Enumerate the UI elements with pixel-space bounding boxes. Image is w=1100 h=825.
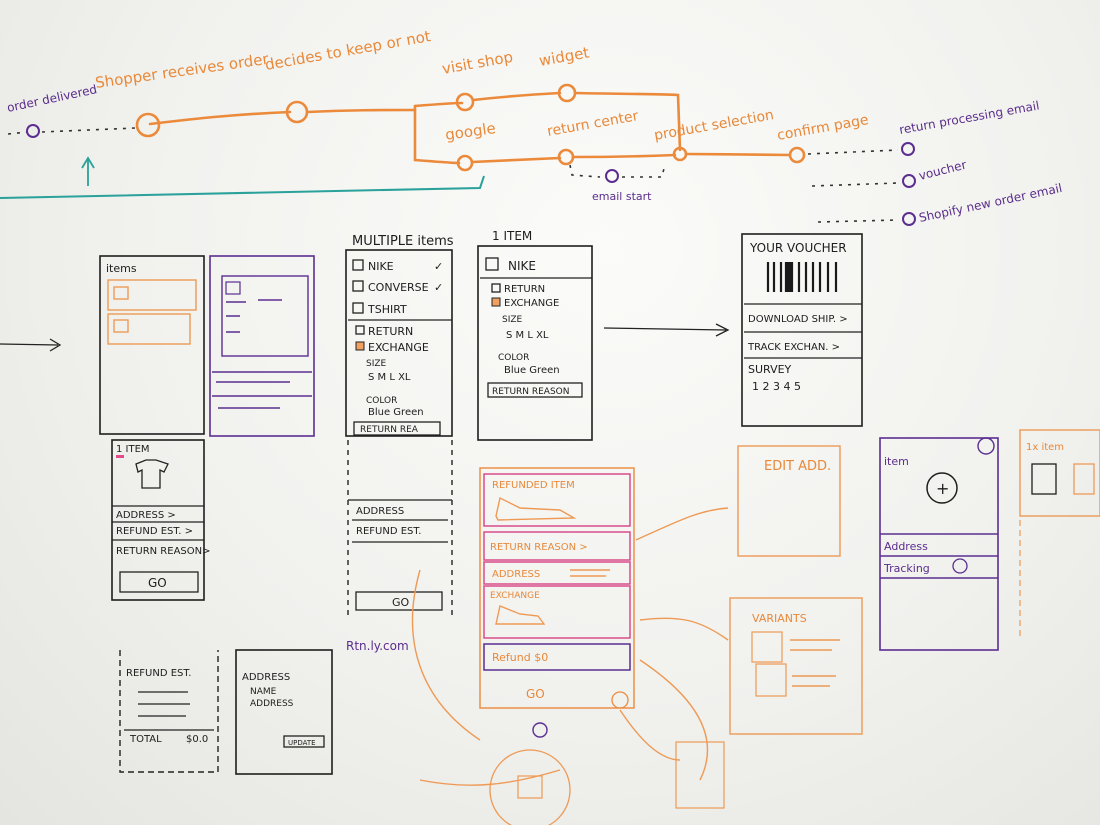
node-return-center	[557, 148, 575, 166]
svg-text:DOWNLOAD SHIP. >: DOWNLOAD SHIP. >	[748, 314, 848, 325]
svg-text:ADDRESS: ADDRESS	[492, 569, 540, 580]
svg-text:YOUR VOUCHER: YOUR VOUCHER	[749, 241, 847, 255]
label-voucher: voucher	[917, 158, 968, 183]
svg-text:ADDRESS: ADDRESS	[356, 506, 404, 517]
svg-text:NIKE: NIKE	[368, 260, 394, 273]
svg-text:RETURN: RETURN	[368, 325, 413, 338]
svg-text:GO: GO	[148, 576, 167, 590]
svg-text:REFUND EST.: REFUND EST.	[356, 526, 421, 537]
svg-text:EXCHANGE: EXCHANGE	[504, 298, 559, 309]
sketch-items: items	[99, 255, 205, 435]
svg-text:REFUND EST.: REFUND EST.	[126, 668, 191, 679]
sketch-far-right: 1x item	[1019, 429, 1100, 640]
label-shopify-new-order: Shopify new order email	[918, 181, 1064, 225]
svg-text:TSHIRT: TSHIRT	[367, 303, 407, 316]
svg-text:RETURN REASON: RETURN REASON	[492, 387, 570, 397]
svg-text:Blue Green: Blue Green	[368, 407, 424, 418]
label-order-delivered: order delivered	[6, 82, 99, 115]
sketch-orange-flow: REFUNDED ITEM RETURN REASON > ADDRESS EX…	[346, 467, 635, 738]
svg-text:✓: ✓	[434, 260, 443, 273]
multiple-title: MULTIPLE items	[352, 234, 454, 249]
svg-text:GO: GO	[526, 687, 545, 701]
svg-text:RETURN: RETURN	[504, 284, 545, 295]
arrow-to-voucher	[603, 323, 730, 337]
sketch-variants: VARIANTS	[729, 597, 863, 735]
svg-text:ADDRESS: ADDRESS	[242, 672, 290, 683]
svg-text:RETURN REASON >: RETURN REASON >	[490, 542, 588, 553]
svg-text:NAME: NAME	[250, 687, 277, 697]
svg-text:CONVERSE: CONVERSE	[368, 281, 429, 294]
svg-text:COLOR: COLOR	[498, 353, 529, 363]
label-shopper-receives: Shopper receives order	[94, 50, 270, 92]
svg-text:✓: ✓	[434, 281, 443, 294]
svg-text:TOTAL: TOTAL	[129, 734, 162, 745]
svg-text:Address: Address	[884, 540, 928, 553]
svg-text:COLOR: COLOR	[366, 396, 397, 406]
svg-text:EXCHANGE: EXCHANGE	[368, 341, 429, 354]
add-icon: +	[936, 479, 949, 498]
svg-text:NIKE: NIKE	[508, 259, 536, 273]
svg-text:Tracking: Tracking	[883, 562, 930, 575]
svg-text:EDIT ADD.: EDIT ADD.	[764, 459, 831, 474]
node-confirm-page	[788, 146, 806, 164]
label-return-center: return center	[546, 108, 640, 140]
sketch-edit-address: EDIT ADD.	[737, 445, 841, 557]
orange-annotations	[411, 507, 729, 825]
svg-text:1 ITEM: 1 ITEM	[116, 444, 150, 455]
sketch-purple-right: item + Address Tracking	[879, 437, 999, 651]
svg-text:S M L XL: S M L XL	[506, 330, 549, 341]
svg-text:Rtn.ly.com: Rtn.ly.com	[346, 639, 409, 653]
svg-text:SIZE: SIZE	[502, 315, 523, 325]
svg-text:item: item	[884, 455, 909, 468]
svg-text:GO: GO	[392, 596, 410, 609]
node-visit-shop	[455, 92, 475, 112]
svg-text:SIZE: SIZE	[366, 359, 387, 369]
svg-text:VARIANTS: VARIANTS	[752, 612, 807, 625]
svg-text:REFUNDED ITEM: REFUNDED ITEM	[492, 480, 575, 491]
sketch-refund-total: REFUND EST. TOTAL $0.0	[119, 650, 219, 773]
svg-text:items: items	[106, 262, 137, 275]
svg-text:S M L XL: S M L XL	[368, 372, 411, 383]
svg-text:RETURN REA: RETURN REA	[360, 425, 419, 435]
svg-text:1x item: 1x item	[1026, 442, 1064, 453]
svg-text:UPDATE: UPDATE	[288, 739, 316, 747]
svg-text:Blue Green: Blue Green	[504, 365, 560, 376]
svg-text:ADDRESS: ADDRESS	[250, 699, 294, 709]
label-email-start: email start	[592, 190, 652, 203]
label-confirm-page: confirm page	[776, 112, 870, 144]
svg-text:RETURN REASON>: RETURN REASON>	[116, 546, 211, 557]
node-email-start	[605, 169, 619, 183]
svg-text:EXCHANGE: EXCHANGE	[490, 591, 540, 601]
label-google: google	[444, 119, 497, 144]
node-shopper-receives	[135, 112, 161, 138]
barcode	[766, 262, 838, 292]
sketch-address-refund: ADDRESS REFUND EST. GO	[347, 440, 453, 618]
label-decides-keep: decides to keep or not	[264, 27, 433, 74]
svg-text:1 2 3 4 5: 1 2 3 4 5	[752, 380, 801, 393]
svg-text:$0.0: $0.0	[186, 734, 208, 745]
sketch-address-form: ADDRESS NAME ADDRESS UPDATE	[235, 649, 333, 775]
svg-text:SURVEY: SURVEY	[748, 363, 792, 376]
node-widget	[557, 83, 577, 103]
sketch-single-item: 1 ITEM ADDRESS > REFUND EST. > RETURN RE…	[111, 439, 211, 601]
svg-text:ADDRESS >: ADDRESS >	[116, 510, 176, 521]
arrow-left	[0, 338, 62, 352]
svg-text:TRACK EXCHAN. >: TRACK EXCHAN. >	[747, 342, 840, 353]
sketch-multiple-items: MULTIPLE items NIKE ✓ CONVERSE ✓ TSHIRT …	[345, 234, 454, 437]
svg-text:1 ITEM: 1 ITEM	[492, 229, 532, 243]
label-widget: widget	[538, 43, 591, 70]
journey-timeline: order delivered Shopper receives order d…	[0, 27, 1064, 226]
label-return-processing: return processing email	[898, 98, 1040, 136]
node-order-delivered	[26, 124, 40, 138]
sketch-one-item: 1 ITEM NIKE RETURN EXCHANGE SIZE S M L X…	[477, 229, 593, 441]
label-product-selection: product selection	[653, 107, 775, 144]
sketch-voucher: YOUR VOUCHER DOWNLOAD SHIP. > TRACK EXCH…	[741, 233, 863, 427]
label-visit-shop: visit shop	[441, 48, 515, 78]
sketch-item-detail	[209, 255, 315, 437]
svg-text:Refund $0: Refund $0	[492, 651, 548, 664]
svg-text:REFUND EST. >: REFUND EST. >	[116, 526, 193, 537]
